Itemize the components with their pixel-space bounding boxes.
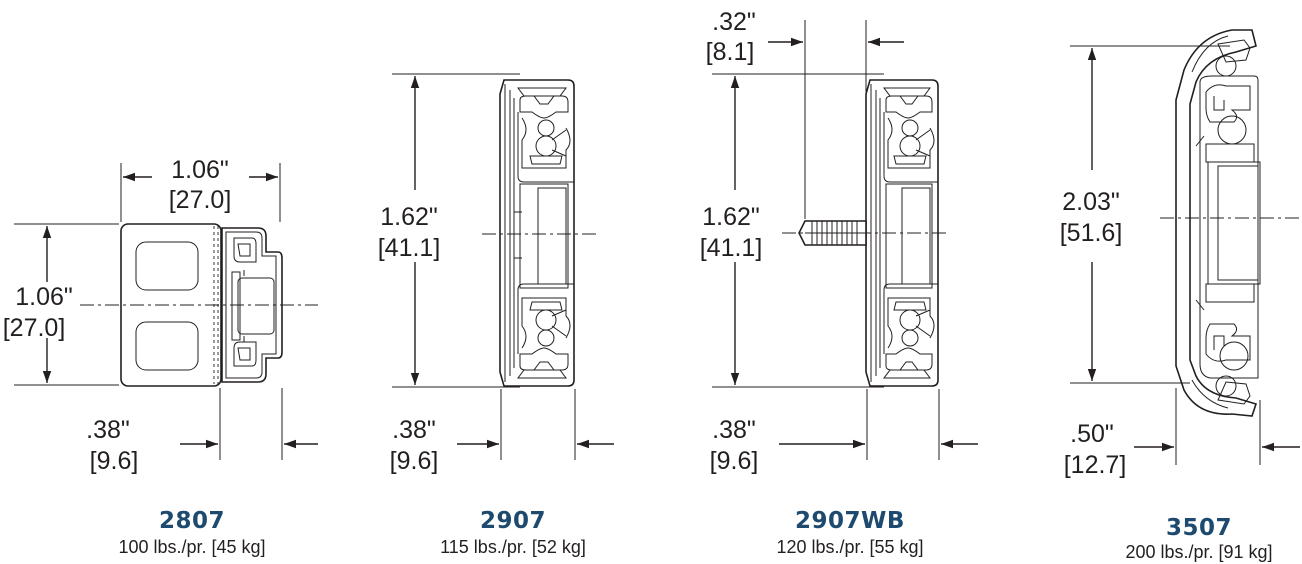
thickness-dimension: .38" [9.6]	[710, 389, 978, 475]
width-dimension: 1.06" [27.0]	[120, 156, 281, 222]
capacity-label: 115 lbs./pr. [52 kg]	[440, 537, 586, 557]
offset-dimension: .32" [8.1]	[706, 8, 904, 219]
thickness-millimeters: [9.6]	[90, 447, 139, 475]
thickness-millimeters: [9.6]	[390, 447, 439, 475]
slide-3507-drawing: 2.03" [51.6] .50" [12.7] 3507 200 lbs./p…	[1060, 29, 1300, 562]
thickness-inches: .38"	[392, 416, 436, 444]
capacity-label: 100 lbs./pr. [45 kg]	[118, 537, 265, 557]
thickness-millimeters: [9.6]	[710, 447, 759, 475]
height-inches: 2.03"	[1062, 188, 1120, 216]
slide-profile	[1175, 29, 1261, 417]
height-millimeters: [41.1]	[700, 234, 763, 262]
height-millimeters: [41.1]	[378, 234, 441, 262]
offset-millimeters: [8.1]	[706, 38, 755, 66]
thickness-inches: .50"	[1070, 420, 1114, 448]
thickness-inches: .38"	[86, 416, 130, 444]
width-inches: 1.06"	[171, 156, 229, 184]
thickness-dimension: .38" [9.6]	[86, 388, 318, 475]
height-inches: 1.62"	[380, 203, 438, 231]
thickness-inches: .38"	[712, 416, 756, 444]
height-millimeters: [27.0]	[3, 314, 66, 342]
slide-profile	[221, 227, 283, 383]
width-millimeters: [27.0]	[169, 186, 232, 214]
capacity-label: 120 lbs./pr. [55 kg]	[776, 537, 923, 557]
height-inches: 1.06"	[15, 283, 73, 311]
height-dimension: 1.62" [41.1]	[700, 73, 884, 388]
offset-inches: .32"	[712, 8, 756, 36]
model-label: 2907WB	[795, 508, 905, 534]
height-millimeters: [51.6]	[1060, 219, 1123, 247]
height-dimension: 1.62" [41.1]	[378, 73, 520, 388]
height-dimension: 1.06" [27.0]	[3, 223, 119, 386]
height-inches: 1.62"	[702, 203, 760, 231]
thickness-millimeters: [12.7]	[1064, 451, 1127, 479]
slide-2907wb-drawing: .32" [8.1] 1.62" [41.1] .38" [9.6] 2907W…	[700, 8, 978, 557]
model-label: 2907	[480, 508, 546, 534]
height-dimension: 2.03" [51.6]	[1060, 45, 1230, 384]
capacity-label: 200 lbs./pr. [91 kg]	[1125, 542, 1272, 562]
thickness-dimension: .50" [12.7]	[1064, 388, 1300, 479]
slide-profile	[499, 79, 575, 387]
thickness-dimension: .38" [9.6]	[390, 389, 614, 475]
slide-2907-drawing: 1.62" [41.1] .38" [9.6] 2907 115 lbs./pr…	[378, 73, 614, 557]
model-label: 2807	[159, 508, 225, 534]
slide-2807-drawing: 1.06" [27.0] 1.06" [27.0] .38" [9.6] 280…	[3, 156, 318, 557]
model-label: 3507	[1166, 515, 1232, 541]
